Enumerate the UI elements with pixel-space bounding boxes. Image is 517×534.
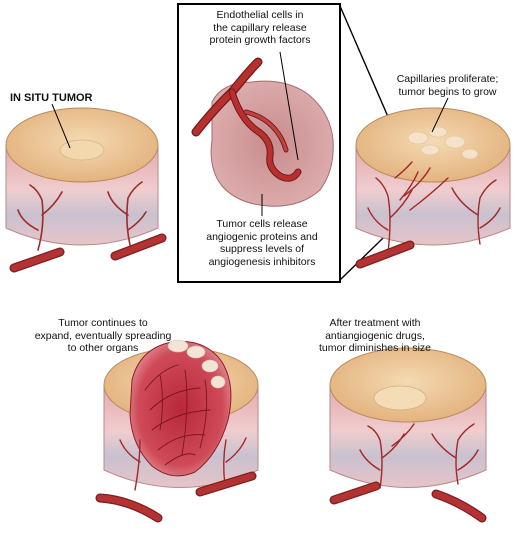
blood-vessel (329, 481, 487, 523)
label-tumor-cells-release: Tumor cells release angiogenic proteins … (206, 218, 318, 268)
label-pointer (431, 97, 449, 133)
panel-after-treatment (329, 347, 487, 523)
tissue-top (329, 347, 487, 423)
blood-vessel (355, 240, 415, 269)
blood-vessel (9, 233, 167, 273)
label-after-treatment: After treatment with antiangiogenic drug… (318, 317, 432, 354)
label-in-situ-tumor: IN SITU TUMOR (10, 92, 93, 104)
small-tumor (59, 139, 105, 161)
capillary-network (367, 161, 501, 253)
panel-capillaries-proliferate (355, 97, 511, 269)
tumor-vessel-web (144, 364, 211, 466)
label-tumor-continues: Tumor continues to expand, eventually sp… (34, 317, 172, 354)
panel-magnified-inset (177, 3, 341, 283)
tumor-bumps (167, 339, 226, 389)
panel-tumor-expands (95, 339, 259, 523)
label-endothelial-cells: Endothelial cells in the capillary relea… (209, 9, 311, 46)
label-capillaries-proliferate: Capillaries proliferate; tumor begins to… (396, 73, 499, 98)
label-pointer (279, 51, 299, 161)
tumor-bumps (407, 126, 479, 160)
panel-in-situ-tumor (5, 103, 167, 273)
label-pointer (51, 103, 71, 149)
capillary-network (17, 181, 147, 251)
shrunken-tumor (373, 385, 427, 411)
capillary-network (359, 423, 479, 489)
capillary-sprout (191, 57, 302, 182)
blood-vessel (95, 471, 257, 523)
